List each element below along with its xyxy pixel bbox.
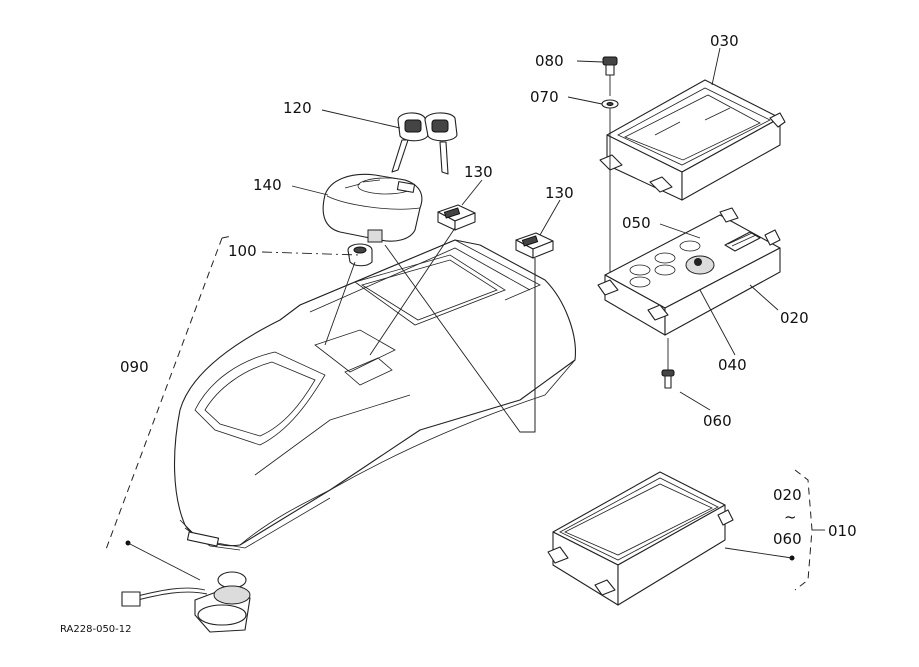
assembly-010 (547, 471, 734, 606)
screw-080 (602, 56, 618, 76)
callout-060: 060 (703, 412, 732, 430)
washer-070 (601, 99, 619, 109)
callout-140: 140 (253, 176, 282, 194)
callout-050: 050 (622, 214, 651, 232)
callout-130-a: 130 (464, 163, 493, 181)
reference-dot-090 (125, 540, 131, 546)
callout-bracket-090 (104, 237, 223, 553)
key-switch-140 (322, 173, 423, 243)
socket-100 (347, 243, 373, 267)
callout-020-range: 020 (773, 486, 802, 504)
reference-code: RA228-050-12 (60, 624, 132, 635)
switch-harness (121, 571, 251, 633)
callout-060-range: 060 (773, 530, 802, 548)
callout-120: 120 (283, 99, 312, 117)
callout-070: 070 (530, 88, 559, 106)
cover-030 (599, 79, 786, 201)
controller-board-020 (597, 207, 781, 336)
keys-120 (391, 112, 458, 175)
callout-tilde: ~ (784, 508, 797, 526)
callout-020: 020 (780, 309, 809, 327)
switch-cap-130-a (437, 204, 476, 231)
panel-cover-090 (173, 239, 576, 551)
callout-030: 030 (710, 32, 739, 50)
callout-130-b: 130 (545, 184, 574, 202)
callout-080: 080 (535, 52, 564, 70)
callout-100: 100 (228, 242, 257, 260)
callout-090: 090 (120, 358, 149, 376)
screw-060 (661, 369, 675, 389)
callout-040: 040 (718, 356, 747, 374)
switch-cap-130-b (515, 232, 554, 259)
callout-010: 010 (828, 522, 857, 540)
